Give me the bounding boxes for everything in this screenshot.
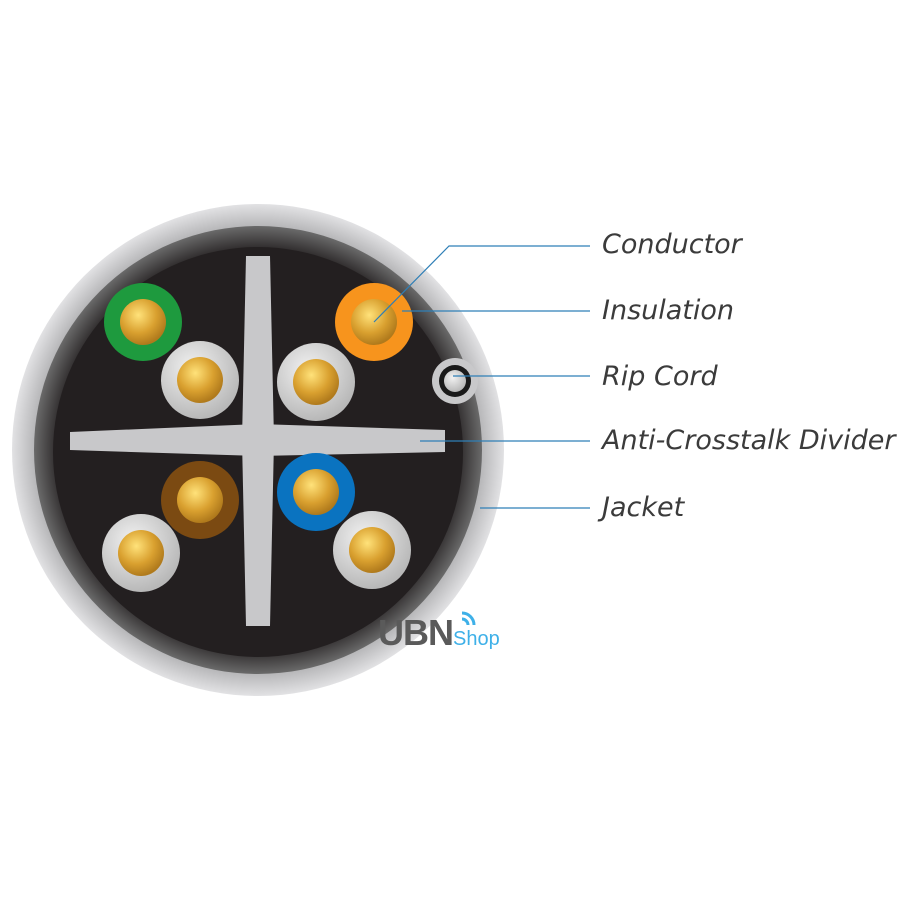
wire-green <box>104 283 182 361</box>
logo-brand: UBN <box>378 612 454 653</box>
leader-conductor <box>373 245 590 323</box>
brand-logo: UBNShop <box>378 612 500 654</box>
divider-horizontal <box>70 424 445 456</box>
wire-brown <box>161 461 239 539</box>
wire-blue-white <box>333 511 411 589</box>
label-insulation: Insulation <box>602 295 735 326</box>
logo-suffix: Shop <box>453 628 500 650</box>
wifi-icon <box>461 611 476 626</box>
wire-orange-white <box>277 343 355 421</box>
label-rip-cord: Rip Cord <box>602 361 718 392</box>
leader-lines <box>373 245 590 509</box>
label-jacket: Jacket <box>602 492 685 523</box>
label-divider: Anti-Crosstalk Divider <box>602 425 896 456</box>
wire-green-white <box>161 341 239 419</box>
rip-cord <box>432 358 478 404</box>
wire-brown-white <box>102 514 180 592</box>
wire-blue <box>277 453 355 531</box>
label-conductor: Conductor <box>602 229 742 260</box>
